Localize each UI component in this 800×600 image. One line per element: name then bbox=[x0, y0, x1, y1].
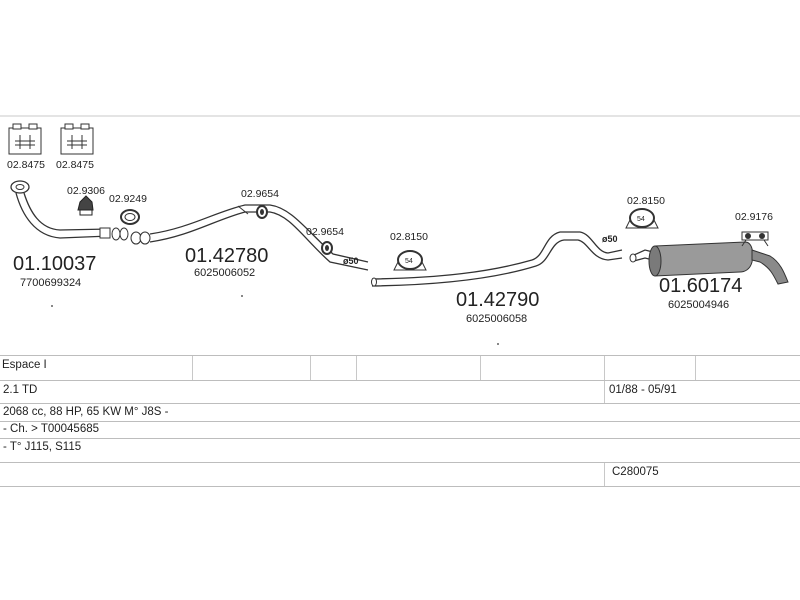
part-code-hanger-2: 02.9654 bbox=[306, 226, 344, 238]
table-line bbox=[0, 486, 800, 487]
mount-mark-2: 54 bbox=[637, 216, 645, 223]
part-code-clamp-2: 02.9249 bbox=[109, 193, 147, 205]
table-divider bbox=[480, 356, 481, 380]
chassis-number: - Ch. > T00045685 bbox=[3, 423, 100, 435]
table-divider bbox=[604, 381, 605, 403]
clamp-2 bbox=[120, 209, 140, 225]
part-code-mount-1: 02.8150 bbox=[390, 231, 428, 243]
table-divider bbox=[192, 356, 193, 380]
coupling bbox=[111, 227, 151, 245]
part-code-mount-2: 02.8150 bbox=[627, 195, 665, 207]
hanger-1 bbox=[256, 205, 268, 219]
front-pipe bbox=[10, 180, 111, 239]
table-line bbox=[0, 355, 800, 356]
table-line bbox=[0, 438, 800, 439]
part-code-mid-pipe: 01.42780 bbox=[185, 245, 268, 267]
ref-code-rear-silencer: 6025004946 bbox=[668, 299, 729, 311]
part-code-bracket-a: 02.8475 bbox=[7, 159, 45, 171]
table-line bbox=[0, 462, 800, 463]
production-years: 01/88 - 05/91 bbox=[609, 384, 677, 396]
table-line bbox=[0, 421, 800, 422]
table-divider bbox=[310, 356, 311, 380]
engine-variant: 2.1 TD bbox=[3, 384, 38, 396]
part-code-front-pipe: 01.10037 bbox=[13, 253, 96, 275]
clamp-1 bbox=[77, 195, 94, 216]
bracket-a bbox=[8, 123, 42, 155]
vehicle-type: - T° J115, S115 bbox=[3, 441, 82, 453]
part-code-hanger-1: 02.9654 bbox=[241, 188, 279, 200]
table-divider bbox=[356, 356, 357, 380]
mount-mark-1: 54 bbox=[405, 258, 413, 265]
table-divider bbox=[604, 356, 605, 380]
engine-spec: 2068 cc, 88 HP, 65 KW M° J8S - bbox=[3, 406, 169, 418]
ref-code-mid-pipe: 6025006052 bbox=[194, 267, 255, 279]
bracket-b bbox=[60, 123, 94, 155]
part-code-bracket-b: 02.8475 bbox=[56, 159, 94, 171]
part-code-centre-pipe: 01.42790 bbox=[456, 289, 539, 311]
diameter-label-1: ø50 bbox=[343, 256, 359, 266]
table-divider bbox=[695, 356, 696, 380]
part-code-clamp-1: 02.9306 bbox=[67, 185, 105, 197]
ref-code-front-pipe: 7700699324 bbox=[20, 277, 81, 289]
hanger-3 bbox=[741, 231, 769, 247]
table-line bbox=[0, 380, 800, 381]
hanger-2 bbox=[321, 241, 333, 255]
kit-code: C280075 bbox=[612, 466, 659, 478]
table-line bbox=[0, 403, 800, 404]
mount-1: 54 bbox=[393, 250, 427, 271]
model-name: Espace I bbox=[2, 359, 47, 371]
part-code-rear-silencer: 01.60174 bbox=[659, 275, 742, 297]
part-code-hanger-3: 02.9176 bbox=[735, 211, 773, 223]
centre-pipe bbox=[371, 231, 623, 287]
rear-silencer bbox=[629, 241, 789, 285]
table-divider bbox=[604, 463, 605, 486]
mount-2: 54 bbox=[625, 208, 659, 229]
ref-code-centre-pipe: 6025006058 bbox=[466, 313, 527, 325]
diameter-label-2: ø50 bbox=[602, 234, 618, 244]
